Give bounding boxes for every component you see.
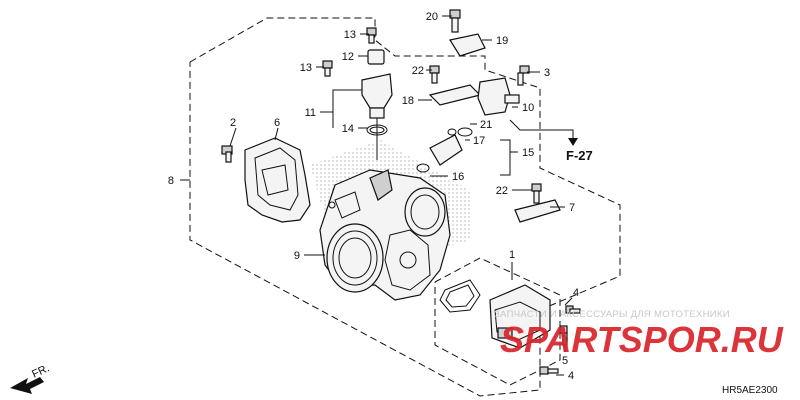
callout-22b: 22 — [496, 185, 508, 197]
plate-7 — [514, 199, 561, 223]
callout-4b: 4 — [568, 370, 574, 382]
callout-15: 15 — [522, 147, 534, 159]
callout-12: 12 — [342, 51, 354, 63]
bolt-22a — [429, 65, 440, 84]
watermark-tagline: ЗАПЧАСТИ И АКСЕССУАРЫ ДЛЯ МОТОТЕХНИКИ — [494, 309, 730, 320]
callout-4a: 4 — [573, 287, 579, 299]
screw-13b — [322, 60, 333, 77]
callout-14: 14 — [342, 123, 354, 135]
clamp-19 — [449, 33, 486, 57]
sensor-unit — [489, 284, 551, 349]
screw-4a — [565, 305, 581, 314]
callout-19: 19 — [496, 35, 508, 47]
diagram-code: HR5AE2300 — [722, 385, 778, 396]
screw-4b — [539, 366, 559, 375]
bolt-3 — [517, 65, 530, 86]
callout-1: 1 — [509, 249, 515, 261]
assembly-boundary — [189, 17, 621, 397]
bolt-22b — [531, 183, 542, 204]
callout-7: 7 — [569, 202, 575, 214]
ref-label-f27: F-27 — [566, 148, 593, 163]
sensor-subassembly-boundary — [434, 257, 561, 386]
callout-20: 20 — [426, 11, 438, 23]
sensor-cover — [244, 137, 311, 223]
callout-13b: 13 — [300, 62, 312, 74]
callout-18: 18 — [402, 95, 414, 107]
front-label: FR. — [30, 362, 51, 380]
callout-13a: 13 — [344, 29, 356, 41]
callout-5: 5 — [562, 355, 568, 367]
bolt-20 — [449, 9, 461, 33]
callout-3: 3 — [544, 67, 550, 79]
injector-assembly — [361, 49, 393, 160]
callout-8: 8 — [168, 175, 174, 187]
callout-22a: 22 — [412, 65, 424, 77]
screw-13a — [366, 27, 377, 44]
callout-6: 6 — [274, 117, 280, 129]
bracket-18 — [428, 84, 482, 106]
callout-11: 11 — [305, 107, 316, 119]
gasket-oring — [439, 279, 481, 313]
callout-21: 21 — [480, 119, 492, 131]
callout-10: 10 — [522, 102, 534, 114]
sensor-10 — [477, 77, 520, 116]
callout-16: 16 — [452, 171, 464, 183]
throttle-body — [319, 169, 451, 301]
callout-9: 9 — [294, 250, 300, 262]
leader-lines — [180, 15, 573, 376]
callout-17: 17 — [473, 135, 485, 147]
bolt-2 — [221, 145, 233, 163]
injector-15 — [416, 127, 473, 173]
callout-2: 2 — [230, 117, 236, 129]
watermark-brand: SPARTSPOR.RU — [500, 319, 784, 360]
ref-arrow-f27 — [509, 119, 578, 146]
front-arrow — [10, 377, 44, 394]
